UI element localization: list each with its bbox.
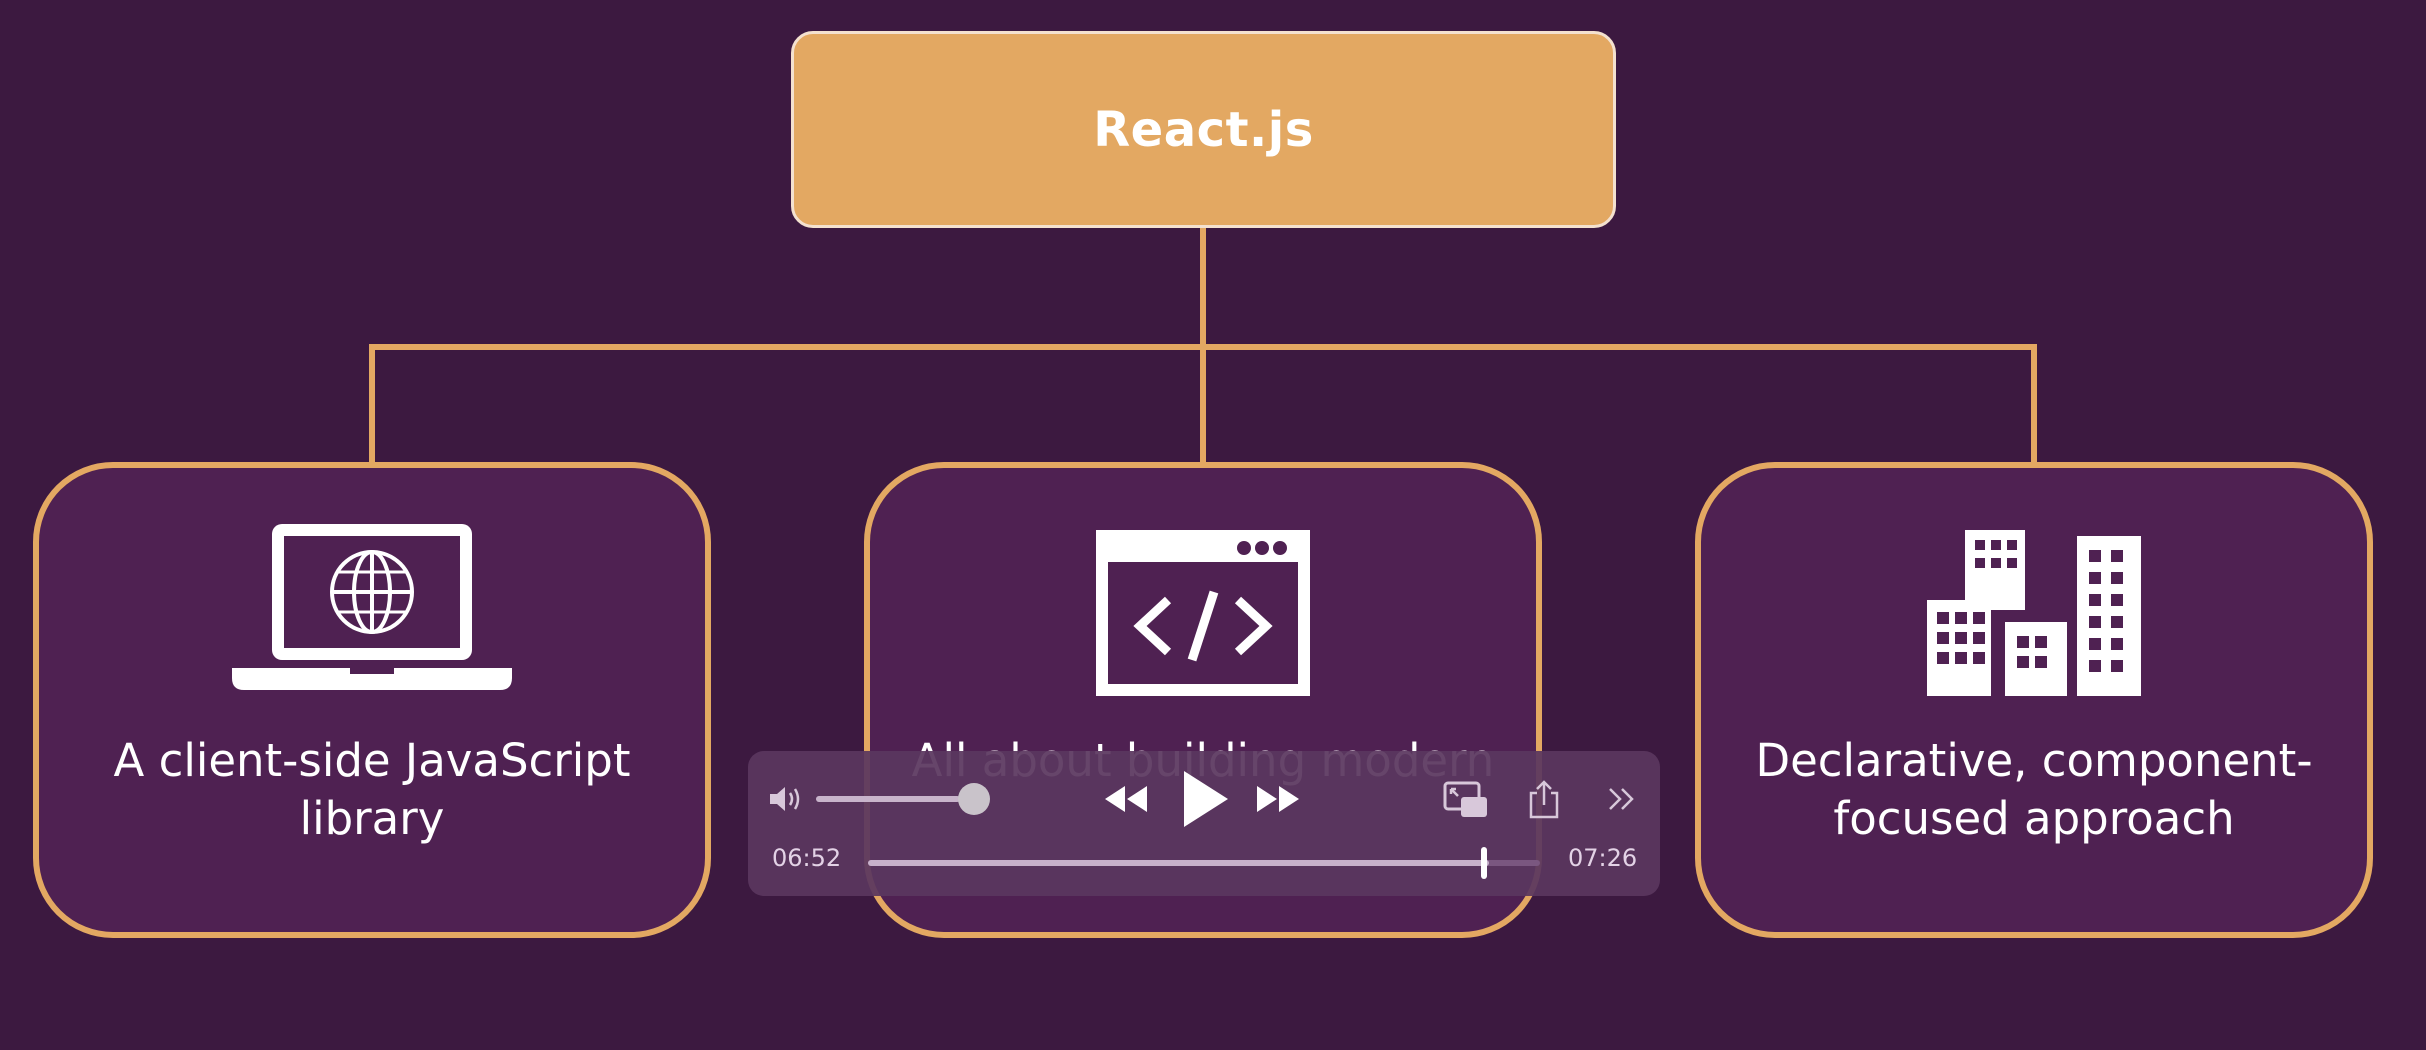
- media-player-controls: 06:52 07:26: [748, 751, 1660, 896]
- progress-track[interactable]: [868, 860, 1540, 866]
- duration-time: 07:26: [1568, 844, 1638, 872]
- root-node-label: React.js: [1093, 101, 1314, 158]
- play-icon[interactable]: [1174, 767, 1234, 831]
- child-card-declarative: Declarative, component-focused approach: [1695, 462, 2373, 938]
- child-card-text: Declarative, component-focused approach: [1755, 734, 2313, 845]
- root-node: React.js: [791, 31, 1616, 228]
- volume-slider-knob[interactable]: [958, 783, 990, 815]
- fast-forward-icon[interactable]: [1254, 777, 1304, 821]
- volume-slider-track[interactable]: [816, 796, 976, 802]
- volume-slider-fill: [816, 796, 960, 802]
- child-card-client-side: A client-side JavaScript library: [33, 462, 711, 938]
- progress-fill: [868, 860, 1489, 866]
- child-card-text: A client-side JavaScript library: [113, 734, 631, 845]
- share-icon[interactable]: [1524, 777, 1564, 821]
- volume-icon[interactable]: [768, 781, 804, 817]
- rewind-icon[interactable]: [1100, 777, 1150, 821]
- progress-playhead[interactable]: [1481, 847, 1487, 879]
- laptop-globe-icon: [39, 516, 705, 696]
- elapsed-time: 06:52: [772, 844, 842, 872]
- buildings-icon: [1701, 516, 2367, 696]
- more-chevrons-icon[interactable]: [1604, 779, 1640, 819]
- picture-in-picture-icon[interactable]: [1442, 779, 1490, 821]
- code-window-icon: [870, 516, 1536, 696]
